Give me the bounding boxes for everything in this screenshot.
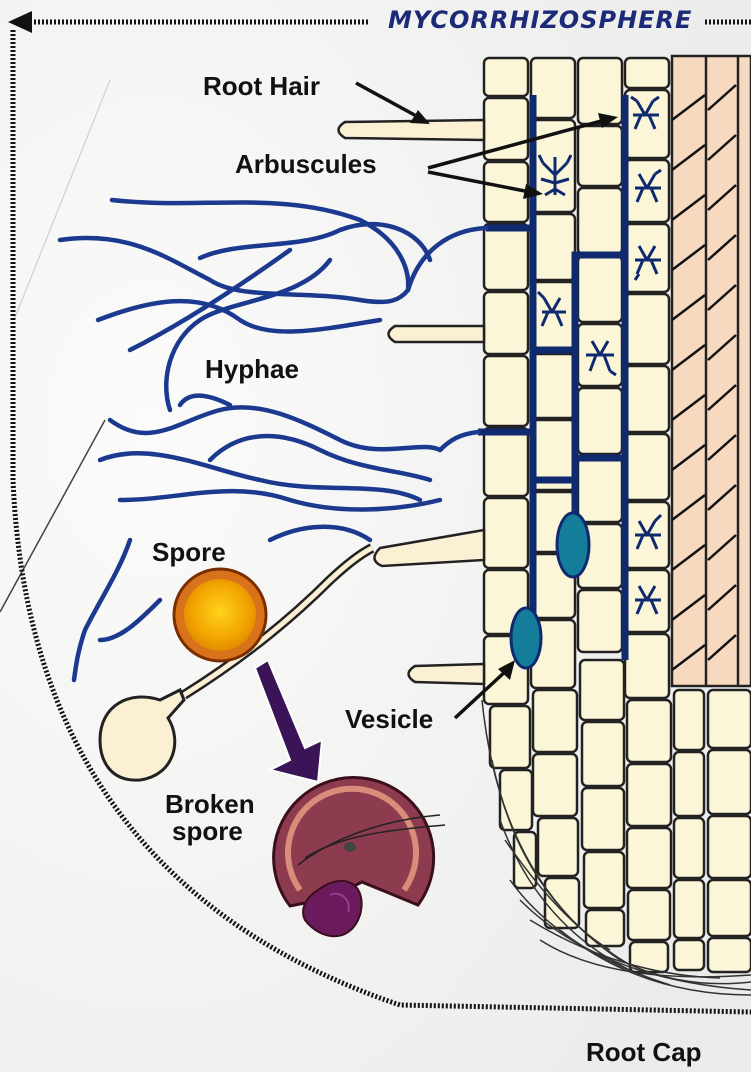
meristem-cells	[674, 690, 751, 972]
label-arbuscules: Arbuscules	[235, 149, 377, 179]
label-vesicle: Vesicle	[345, 704, 433, 734]
cortex-cells-outer	[625, 58, 671, 972]
label-root-hair: Root Hair	[203, 71, 320, 101]
diagram-title: MYCORRHIZOSPHERE	[388, 6, 692, 34]
label-root-cap: Root Cap	[586, 1037, 702, 1067]
label-hyphae: Hyphae	[205, 354, 299, 384]
label-broken-spore-line1: Broken	[165, 789, 255, 819]
label-spore: Spore	[152, 537, 226, 567]
label-broken-spore-line2: spore	[172, 816, 243, 846]
cortex-cells-middle	[578, 58, 624, 946]
